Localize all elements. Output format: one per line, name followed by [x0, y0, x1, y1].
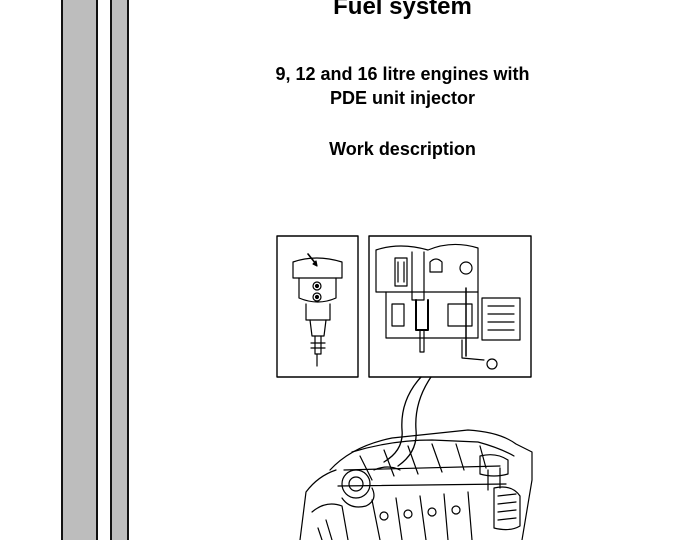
cylinder-head-detail-panel	[368, 235, 532, 378]
injector-detail-panel	[276, 235, 359, 378]
engine-overview	[299, 429, 533, 540]
binding-stripe-wide	[61, 0, 98, 540]
subtitle-line-1: 9, 12 and 16 litre engines with	[275, 64, 530, 84]
subtitle-line-2: PDE unit injector	[329, 88, 475, 108]
binding-stripe-narrow	[110, 0, 129, 540]
page-subtitle: 9, 12 and 16 litre engines with PDE unit…	[140, 62, 665, 110]
section-heading: Work description	[329, 139, 476, 159]
page-title: Fuel system	[333, 0, 472, 20]
